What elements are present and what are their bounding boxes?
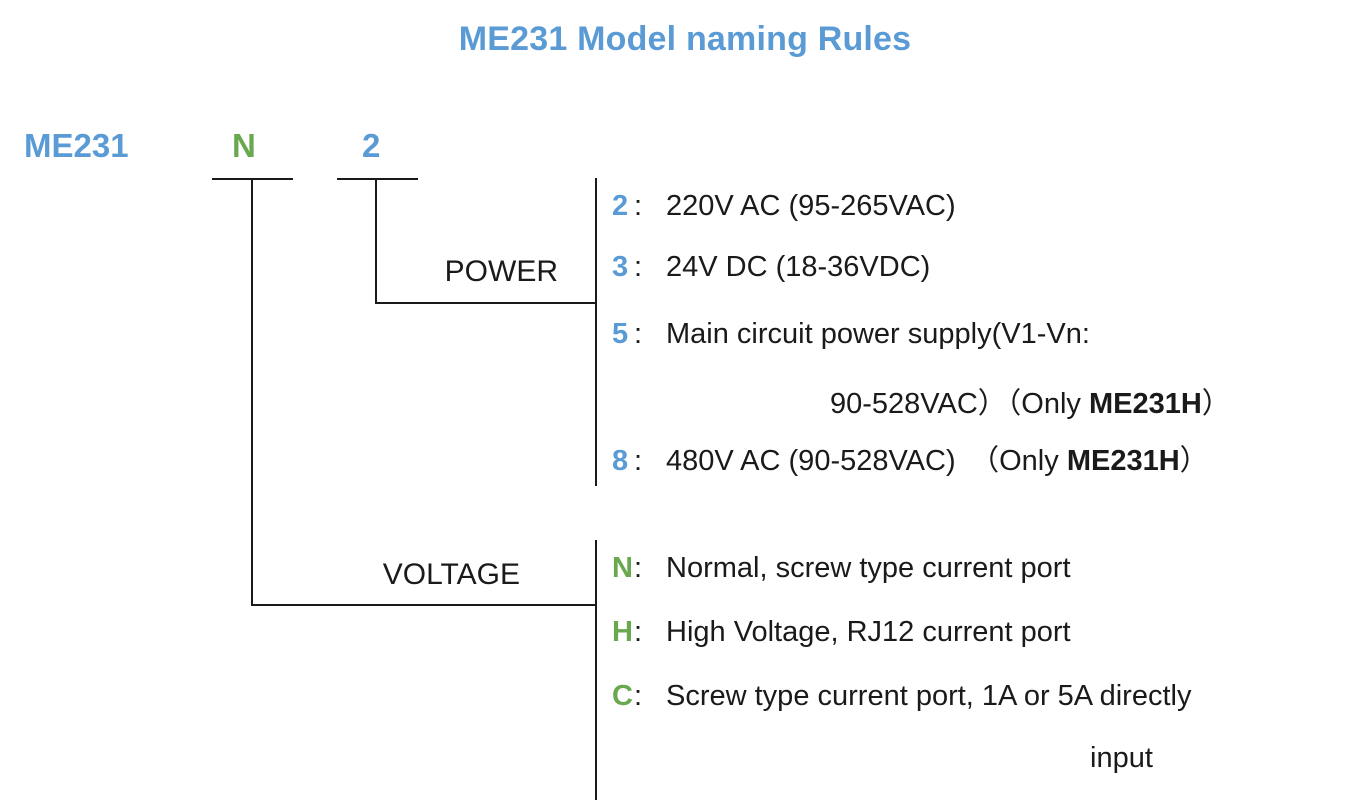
option-colon: :: [634, 616, 643, 648]
option-row-voltage-c-continuation: input: [1090, 742, 1153, 774]
model-code-base: ME231: [24, 127, 129, 164]
option-row-voltage-h: H: High Voltage, RJ12 current port: [612, 616, 1370, 662]
connector-base-voltage: [251, 604, 597, 606]
model-code-voltage-token: N: [232, 127, 256, 164]
option-text: Normal, screw type current port: [666, 552, 1071, 584]
divider-voltage-options: [595, 540, 597, 800]
option-row-power-3: 3:24V DC (18-36VDC): [612, 251, 1370, 297]
continuation-prefix: 90-528VAC）（Only: [830, 388, 1089, 420]
option-row-power-5-continuation: 90-528VAC）（Only ME231H）: [830, 380, 1231, 422]
connector-tbar-power: [337, 178, 418, 180]
option-text: High Voltage, RJ12 current port: [666, 616, 1071, 648]
connector-stem-voltage: [251, 178, 253, 606]
connector-stem-power: [375, 178, 377, 304]
option-key: 2: [612, 190, 629, 222]
option-key: 5: [612, 318, 629, 350]
option-colon: :: [634, 552, 643, 584]
model-code-row: ME231 N 2: [0, 127, 1370, 173]
option-text: 24V DC (18-36VDC): [666, 251, 931, 283]
option-colon: :: [634, 680, 643, 712]
divider-power-options: [595, 178, 597, 486]
option-key: 8: [612, 445, 629, 477]
option-key: C: [612, 680, 633, 712]
option-colon: :: [634, 318, 643, 350]
option-text: Screw type current port, 1A or 5A direct…: [666, 680, 1192, 712]
option-text: 480V AC (90-528VAC) （Only: [666, 445, 1067, 477]
option-colon: :: [634, 251, 643, 283]
option-row-power-2: 2:220V AC (95-265VAC): [612, 190, 1370, 236]
option-row-voltage-n: N: Normal, screw type current port: [612, 552, 1370, 598]
option-row-power-5: 5: Main circuit power supply(V1-Vn:: [612, 318, 1370, 364]
option-colon: :: [634, 445, 643, 477]
option-row-power-8: 8:480V AC (90-528VAC) （Only ME231H）: [612, 437, 1370, 483]
option-key: N: [612, 552, 633, 584]
option-key: H: [612, 616, 633, 648]
continuation-suffix: ）: [1201, 388, 1231, 420]
continuation-bold-model: ME231H: [1088, 388, 1202, 420]
branch-label-power: POWER: [444, 255, 558, 288]
model-code-power-token: 2: [362, 127, 381, 164]
page-title: ME231 Model naming Rules: [458, 20, 912, 58]
branch-label-voltage: VOLTAGE: [382, 558, 520, 591]
option-key: 3: [612, 251, 629, 283]
connector-base-power: [375, 302, 597, 304]
option-row-voltage-c: C: Screw type current port, 1A or 5A dire…: [612, 680, 1370, 726]
option-bold-model: ME231H: [1066, 445, 1180, 477]
option-colon: :: [634, 190, 643, 222]
option-suffix: ）: [1179, 445, 1209, 477]
option-text: Main circuit power supply(V1-Vn:: [666, 318, 1090, 350]
option-text: 220V AC (95-265VAC): [666, 190, 956, 222]
